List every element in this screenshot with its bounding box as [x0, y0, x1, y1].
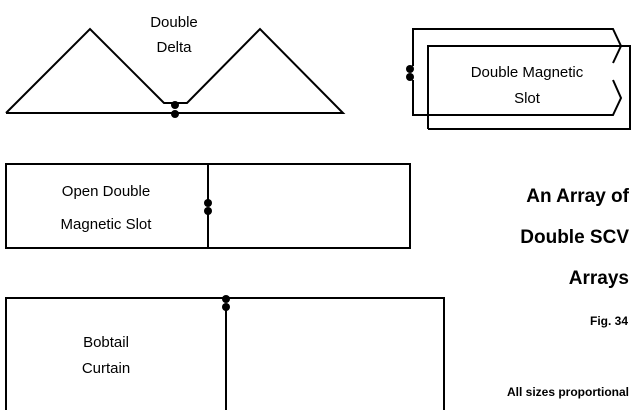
- double-delta-feedpoint-lower: [171, 110, 179, 118]
- double-magnetic-slot-feedpoint-upper: [406, 65, 414, 73]
- open-double-magnetic-slot-label-line2: Magnetic Slot: [61, 216, 153, 233]
- bobtail-curtain-feedpoint-lower: [222, 303, 230, 311]
- double-magnetic-slot-front-right-edge: [428, 79, 623, 116]
- double-delta-label-line1: Double: [150, 14, 198, 31]
- double-magnetic-slot-rear-frame: [412, 28, 623, 66]
- open-double-magnetic-slot-antenna: Open Double Magnetic Slot: [5, 163, 411, 249]
- double-magnetic-slot-feedpoint-lower: [406, 73, 414, 81]
- open-double-magnetic-slot-feedpoint-upper: [204, 199, 212, 207]
- double-magnetic-slot-antenna: Double Magnetic Slot: [406, 28, 631, 130]
- open-double-magnetic-slot-feedpoint-lower: [204, 207, 212, 215]
- bobtail-curtain-feedpoint-upper: [222, 295, 230, 303]
- double-magnetic-slot-label-line1: Double Magnetic: [471, 64, 584, 81]
- bobtail-curtain-label-line2: Curtain: [82, 360, 130, 377]
- double-delta-outline: [5, 27, 346, 114]
- open-double-magnetic-slot-label-line1: Open Double: [62, 183, 150, 200]
- bobtail-curtain-label-line1: Bobtail: [83, 334, 129, 351]
- footnote: All sizes proportional: [507, 385, 629, 399]
- double-delta-label-line2: Delta: [156, 39, 192, 56]
- double-delta-antenna: Double Delta: [5, 14, 346, 118]
- double-magnetic-slot-front-frame: [427, 45, 631, 130]
- title-line3: Arrays: [569, 268, 629, 289]
- double-magnetic-slot-left-edge: [412, 80, 428, 116]
- figure-label: Fig. 34: [590, 314, 628, 328]
- title-line1: An Array of: [526, 186, 629, 207]
- title-line2: Double SCV: [520, 227, 629, 248]
- bobtail-curtain-antenna: Bobtail Curtain: [5, 295, 445, 410]
- double-magnetic-slot-label-line2: Slot: [514, 90, 541, 107]
- title-block: An Array of Double SCV Arrays Fig. 34 Al…: [507, 186, 630, 399]
- double-delta-feedpoint-upper: [171, 101, 179, 109]
